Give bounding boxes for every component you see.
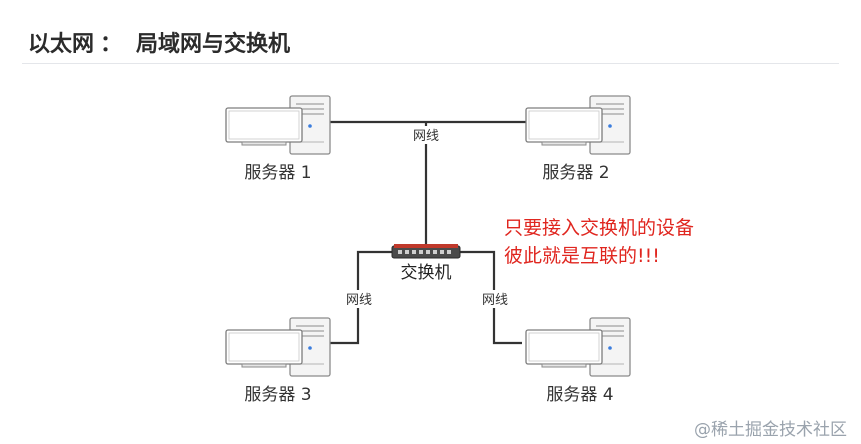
note-line-1: 只要接入交换机的设备: [504, 217, 694, 239]
server-1-icon: [225, 95, 331, 155]
title-main: 局域网与交换机: [136, 32, 291, 57]
title-divider: [22, 63, 839, 64]
title-separator: ：: [100, 32, 123, 57]
server-2-label: 服务器 2: [542, 163, 609, 183]
cable-lines: [330, 120, 526, 345]
watermark: @稀土掘金技术社区: [694, 420, 847, 440]
cable-label-left: 网线: [346, 293, 372, 308]
server-4-label: 服务器 4: [546, 385, 613, 405]
title-prefix: 以太网: [28, 32, 95, 57]
note-line-2: 彼此就是互联的!!!: [504, 245, 660, 267]
switch-label: 交换机: [401, 263, 452, 283]
server-2-icon: [525, 95, 631, 155]
server-4-icon: [525, 317, 631, 377]
server-3-icon: [225, 317, 331, 377]
switch-icon: [391, 244, 461, 259]
cable-label-right: 网线: [482, 293, 508, 308]
cable-label-top: 网线: [413, 129, 439, 144]
page-title: 以太网 ： 局域网与交换机: [28, 22, 290, 62]
server-3-label: 服务器 3: [244, 385, 311, 405]
server-1-label: 服务器 1: [244, 163, 311, 183]
